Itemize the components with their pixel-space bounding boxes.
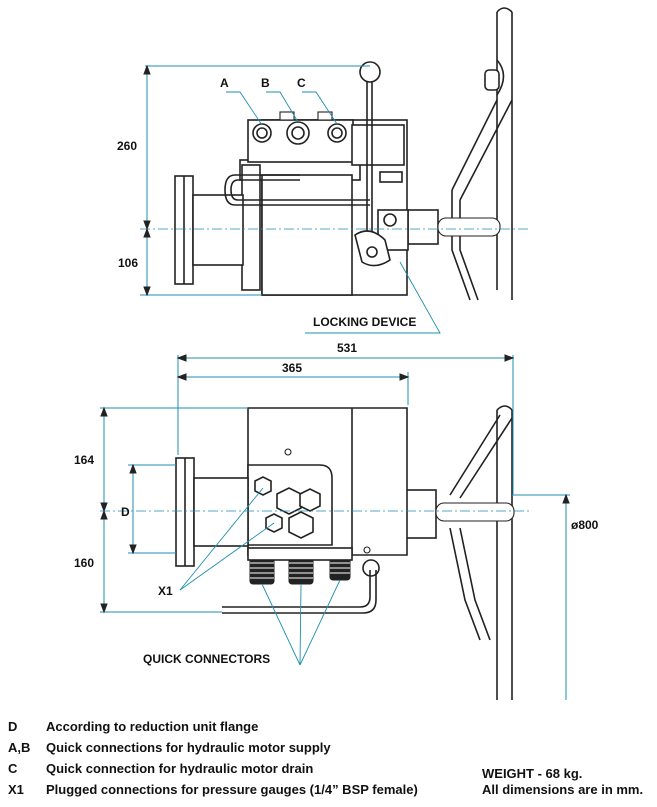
dim-800: ø800 [571, 518, 599, 532]
u-handle [224, 174, 370, 206]
legend-key: A,B [8, 740, 31, 755]
quick-connector-1 [249, 557, 275, 585]
x1-label: X1 [158, 584, 173, 598]
callout-a: A [220, 76, 229, 90]
quick-connectors-label: QUICK CONNECTORS [143, 652, 270, 666]
x1-plug-1 [254, 476, 272, 496]
handwheel-top [451, 7, 513, 301]
dim-260: 260 [117, 139, 137, 153]
legend-key: X1 [8, 782, 24, 797]
notes: WEIGHT - 68 kg. All dimensions are in mm… [482, 766, 643, 798]
callout-c: C [297, 76, 306, 90]
shaft-coupling-front [405, 489, 437, 539]
locking-device-label: LOCKING DEVICE [313, 315, 416, 329]
legend-desc: Plugged connections for pressure gauges … [46, 782, 418, 797]
locking-knob-front [362, 559, 380, 577]
technical-drawing: 260 106 A B C LOCKING DEVICE [74, 7, 599, 700]
quick-connector-2 [288, 557, 314, 585]
dim-106: 106 [118, 256, 138, 270]
dim-531: 531 [337, 341, 357, 355]
hex-port-2 [299, 488, 321, 512]
legend-desc: According to reduction unit flange [46, 719, 259, 734]
legend-row: X1 Plugged connections for pressure gaug… [8, 779, 478, 800]
front-view: 531 365 164 160 D ø800 X1 QUICK CONNECTO… [74, 341, 599, 700]
dim-d: D [121, 505, 130, 519]
dim-365: 365 [282, 361, 302, 375]
hex-port-3 [288, 511, 314, 539]
quick-connector-3 [329, 557, 351, 581]
legend-row: C Quick connection for hydraulic motor d… [8, 758, 478, 779]
legend-row: D According to reduction unit flange [8, 716, 478, 737]
legend-key: D [8, 719, 18, 734]
legend-desc: Quick connections for hydraulic motor su… [46, 740, 331, 755]
weight-note: WEIGHT - 68 kg. [482, 766, 583, 781]
dim-160: 160 [74, 556, 94, 570]
shaft [437, 217, 501, 237]
lever-knob [359, 61, 381, 83]
u-handle-front [222, 570, 371, 608]
legend-desc: Quick connection for hydraulic motor dra… [46, 761, 314, 776]
handwheel-front [449, 405, 513, 700]
dim-164: 164 [74, 453, 94, 467]
hex-port-1 [276, 487, 302, 515]
shaft-coupling [407, 209, 439, 245]
legend-key: C [8, 761, 18, 776]
units-note: All dimensions are in mm. [482, 782, 644, 797]
top-view: 260 106 A B C LOCKING DEVICE [117, 7, 530, 334]
shaft-front [435, 502, 515, 522]
legend-row: A,B Quick connections for hydraulic moto… [8, 737, 478, 758]
legend: D According to reduction unit flange A,B… [8, 716, 478, 800]
callout-b: B [261, 76, 270, 90]
